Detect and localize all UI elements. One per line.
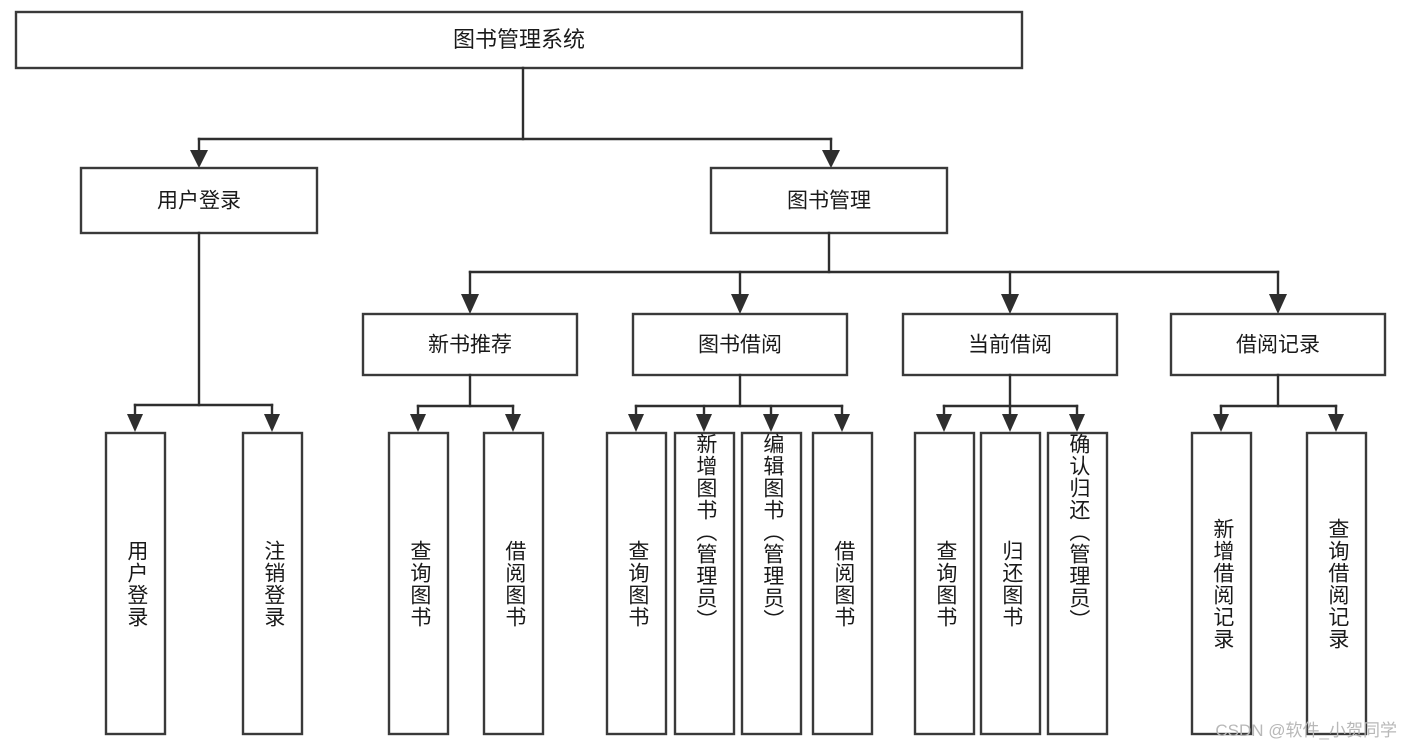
node-root-label: 图书管理系统	[453, 27, 585, 52]
node-new-book-recommend-box[interactable]	[361, 312, 579, 377]
arrow-to-leaf-query-book-3	[936, 414, 952, 432]
leaf-box-query-book-1[interactable]	[387, 431, 450, 736]
node-current-borrow-box[interactable]	[901, 312, 1119, 377]
node-user-login-label: 用户登录	[157, 190, 241, 213]
node-book-manage-label: 图书管理	[787, 190, 871, 213]
leaf-box-return-book[interactable]	[979, 431, 1042, 736]
arrow-to-user-login	[190, 150, 208, 168]
arrow-to-new-book-recommend	[461, 294, 479, 314]
arrow-to-leaf-logout	[264, 414, 280, 432]
leaf-box-query-book-2[interactable]	[605, 431, 668, 736]
leaf-box-confirm-return[interactable]	[1046, 431, 1109, 736]
arrow-to-leaf-borrow-book-1	[505, 414, 521, 432]
leaf-box-query-borrow-record[interactable]	[1305, 431, 1368, 736]
leaf-box-logout[interactable]	[241, 431, 304, 736]
arrow-to-book-borrow	[731, 294, 749, 314]
arrow-to-leaf-edit-book	[763, 414, 779, 432]
arrow-to-leaf-user-login	[127, 414, 143, 432]
leaf-box-user-login[interactable]	[104, 431, 167, 736]
csdn-watermark: CSDN @软件_小贺同学	[1215, 721, 1397, 740]
arrow-to-leaf-return-book	[1002, 414, 1018, 432]
arrow-to-leaf-borrow-book-2	[834, 414, 850, 432]
arrow-to-leaf-add-book	[696, 414, 712, 432]
leaf-box-query-book-3[interactable]	[913, 431, 976, 736]
arrow-to-book-manage	[822, 150, 840, 168]
arrow-to-leaf-query-book-2	[628, 414, 644, 432]
node-borrow-record-box[interactable]	[1169, 312, 1387, 377]
node-root-box[interactable]	[14, 10, 1024, 70]
leaf-box-borrow-book-2[interactable]	[811, 431, 874, 736]
arrow-to-leaf-confirm-return	[1069, 414, 1085, 432]
node-current-borrow-label: 当前借阅	[968, 334, 1052, 357]
node-book-borrow-box[interactable]	[631, 312, 849, 377]
arrow-to-borrow-record	[1269, 294, 1287, 314]
node-book-manage-box[interactable]	[709, 166, 949, 235]
leaf-box-add-borrow-record[interactable]	[1190, 431, 1253, 736]
node-book-borrow-label: 图书借阅	[698, 334, 782, 357]
arrow-to-leaf-add-borrow-record	[1213, 414, 1229, 432]
leaf-box-borrow-book-1[interactable]	[482, 431, 545, 736]
leaf-box-add-book[interactable]	[673, 431, 736, 736]
node-new-book-recommend-label: 新书推荐	[428, 334, 512, 357]
arrow-to-leaf-query-book-1	[410, 414, 426, 432]
node-borrow-record-label: 借阅记录	[1236, 334, 1320, 357]
leaf-box-edit-book[interactable]	[740, 431, 803, 736]
arrow-to-current-borrow	[1001, 294, 1019, 314]
arrow-to-leaf-query-borrow-record	[1328, 414, 1344, 432]
